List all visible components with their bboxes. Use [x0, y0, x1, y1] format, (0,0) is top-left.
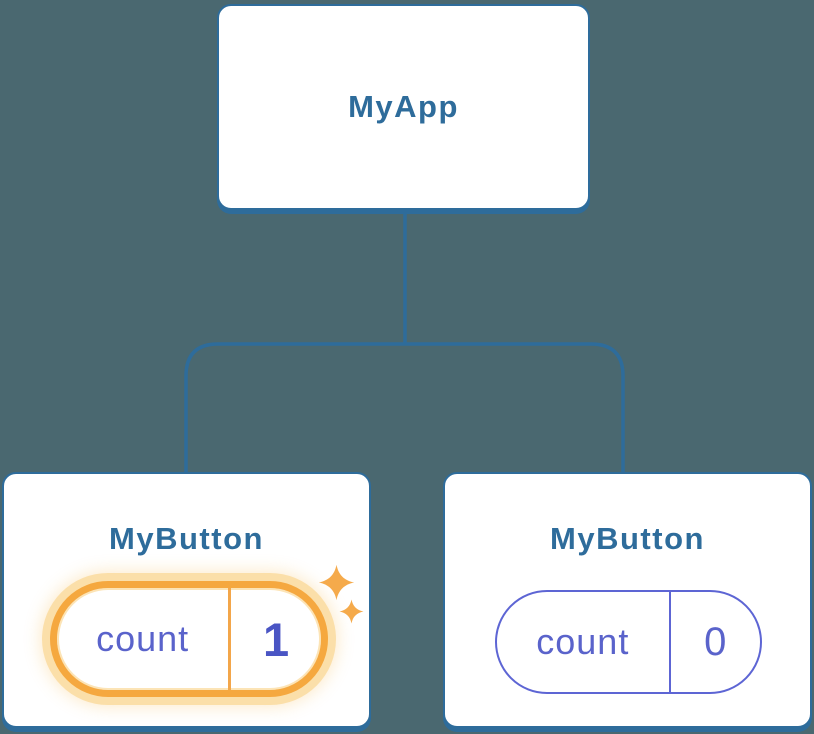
state-pill-highlighted: count 1: [50, 581, 328, 697]
node-mybutton-idle: MyButton count 0: [443, 472, 812, 728]
node-myapp: MyApp: [217, 4, 590, 210]
sparkle-icon: [318, 564, 355, 601]
state-pill-idle: count 0: [495, 590, 762, 694]
node-mybutton-updated: MyButton count 1: [2, 472, 371, 728]
state-value: 1: [263, 612, 290, 666]
node-mybutton-updated-label: MyButton: [109, 521, 264, 556]
state-key-label: count: [96, 618, 190, 659]
state-key-label: count: [536, 621, 630, 662]
node-myapp-label: MyApp: [348, 89, 459, 124]
state-value: 0: [704, 619, 727, 664]
sparkle-icon: [339, 599, 364, 624]
state-value-cell: 1: [231, 588, 321, 690]
connector-branch-bracket: [184, 342, 625, 473]
state-key-cell: count: [497, 592, 671, 692]
state-value-cell: 0: [671, 592, 760, 692]
node-mybutton-idle-label: MyButton: [550, 521, 705, 556]
state-key-cell: count: [57, 588, 232, 690]
